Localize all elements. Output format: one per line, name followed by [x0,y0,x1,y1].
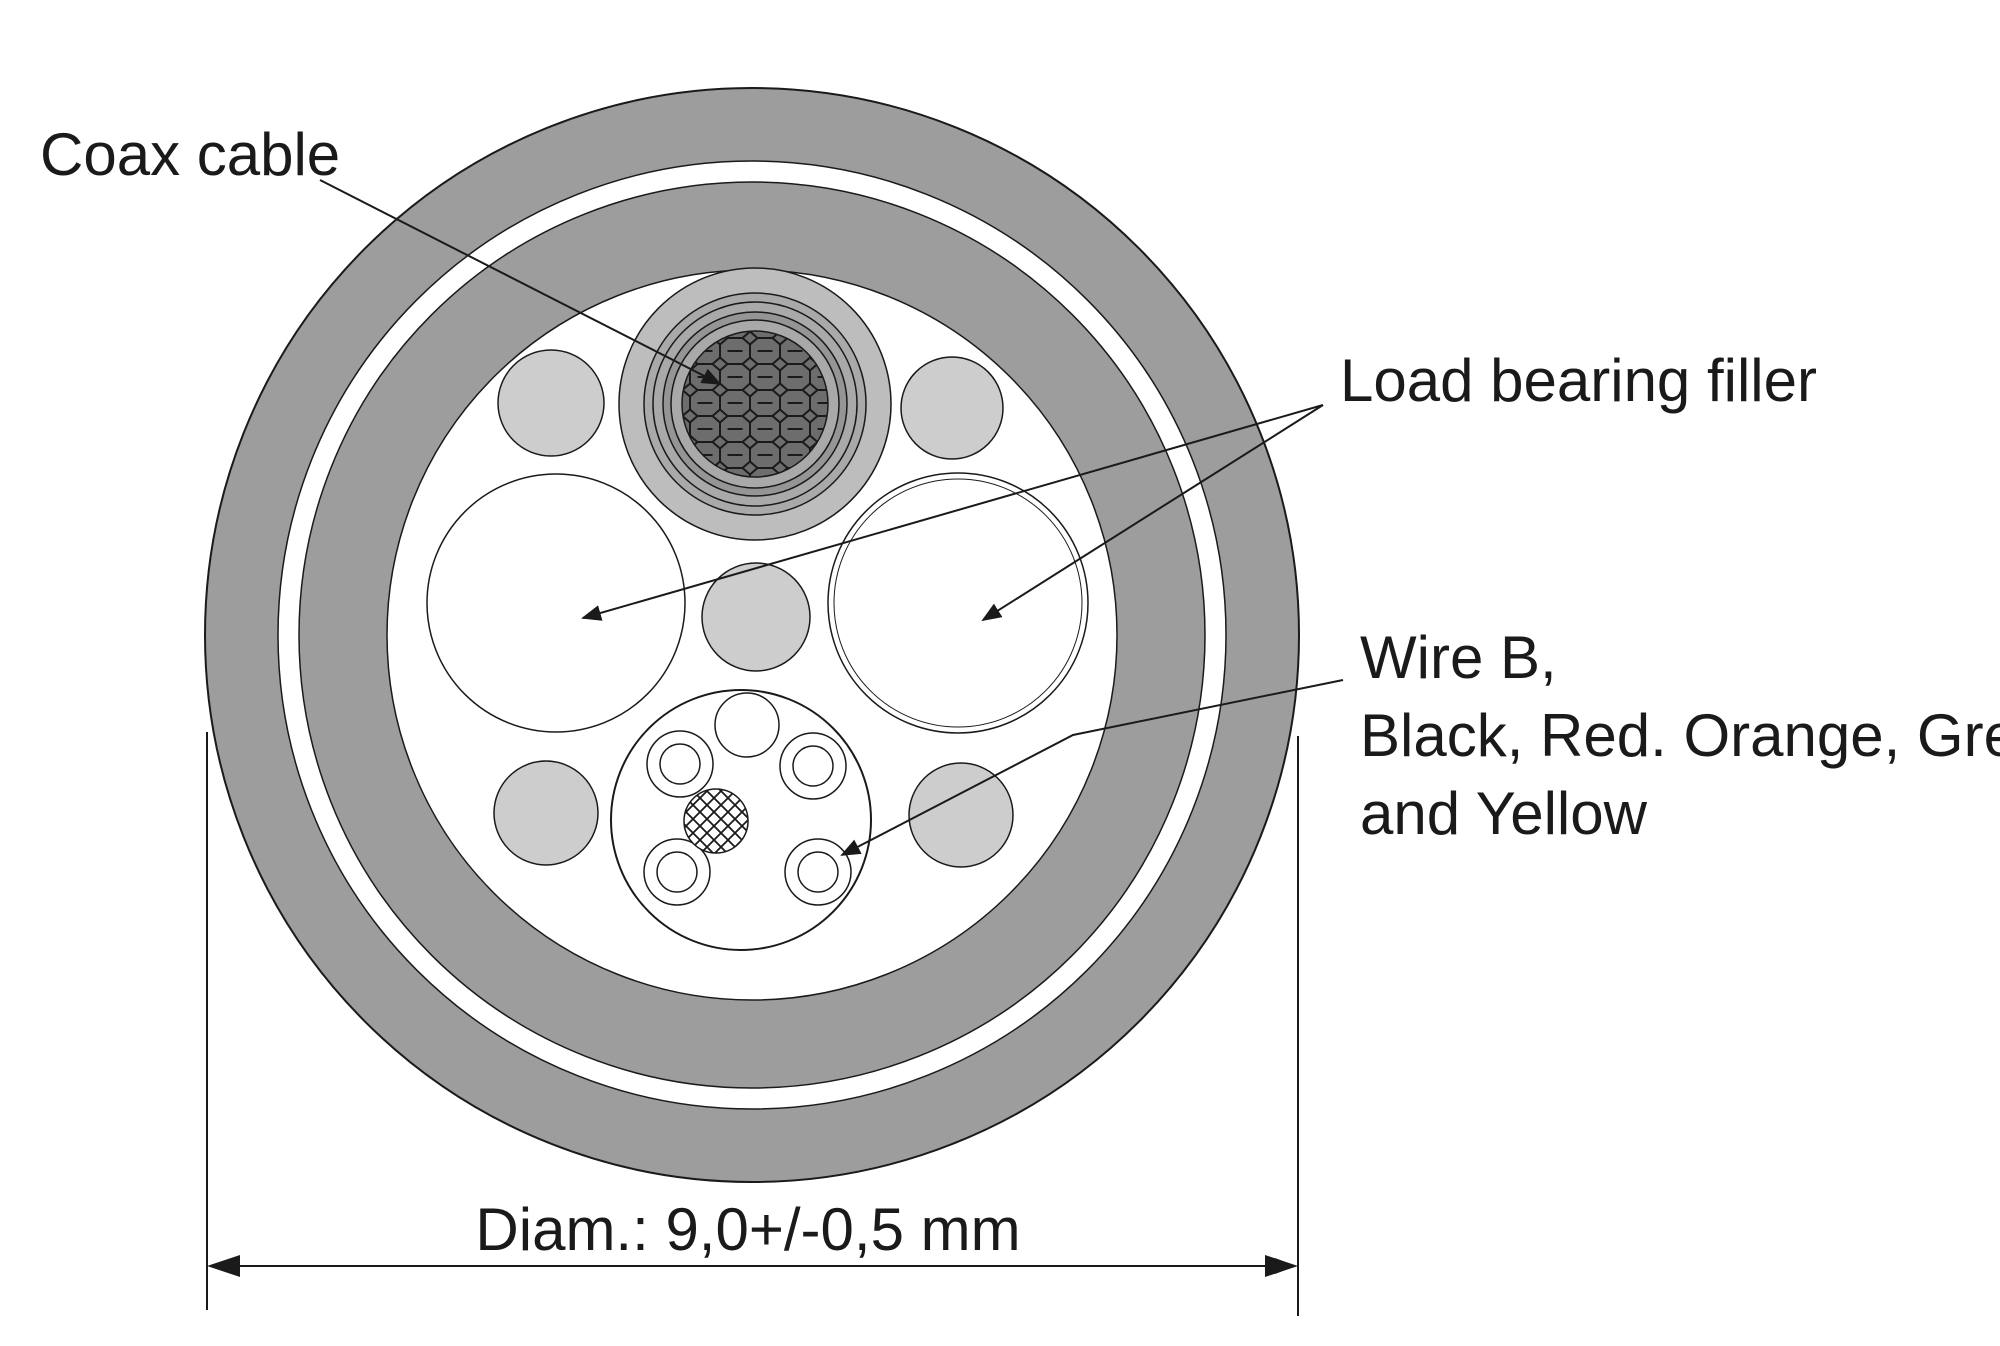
wire-bottom-right [784,838,852,906]
filler-rod-top-left [497,349,605,457]
filler-leader-line-left [581,404,1324,621]
wire-top-right [779,732,847,800]
load-bearing-filler-right [827,472,1089,734]
diameter-label: Diam.: 9,0+/-0,5 mm [475,1196,1020,1263]
wire-white [714,692,780,758]
load-bearing-filler-right-inner [833,478,1083,728]
wire-bundle [610,689,872,951]
load-bearing-filler-label: Load bearing filler [1340,347,1817,414]
filler-rod-bottom-right [908,762,1014,868]
load-bearing-filler-left [426,473,686,733]
filler-leader-line-right [981,404,1324,622]
wire-leader-line [840,679,1344,856]
filler-rod-top-right [900,356,1004,460]
wire-center-braid [683,788,749,854]
wire-label-line1: Wire B, [1360,624,1557,691]
filler-rod-center [701,562,811,672]
dimension-arrow-right [1265,1255,1298,1277]
coax-cable-label: Coax cable [40,121,340,188]
wire-top-left [646,730,714,798]
coax-cable [618,267,892,541]
wire-bottom-left [643,838,711,906]
wire-label-line2: Black, Red. Orange, Grey [1360,702,2000,769]
dimension-arrow-left [207,1255,240,1277]
wire-label-line3: and Yellow [1360,780,1648,847]
coax-leader-line [319,179,722,385]
filler-rod-bottom-left [493,760,599,866]
